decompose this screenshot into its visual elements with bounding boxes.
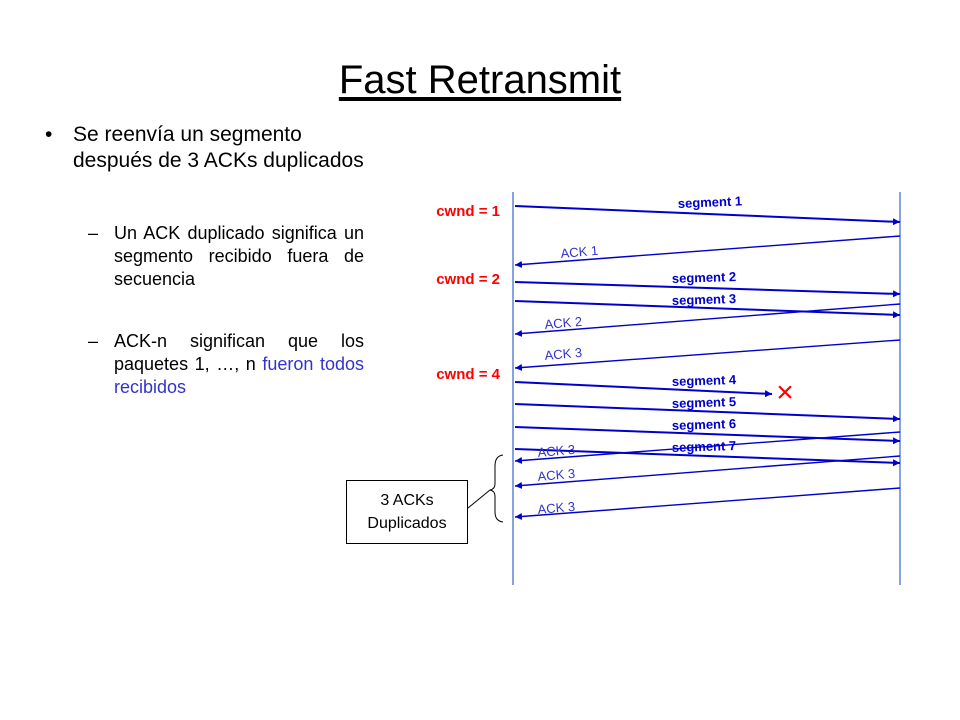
ack-label: ACK 3 (537, 442, 576, 460)
sub-bullet-dash: – (88, 331, 99, 351)
segment-arrow (514, 300, 901, 319)
segment-label: segment 1 (677, 193, 742, 211)
slide-title: Fast Retransmit (338, 58, 622, 102)
ack-arrow (514, 303, 901, 337)
ack-label: ACK 1 (560, 243, 599, 261)
segment-label: segment 3 (672, 291, 737, 308)
segment-label: segment 6 (672, 416, 737, 433)
sub-bullet-2-part1: ACK-n significan que los paquetes 1, …, … (114, 331, 364, 374)
lost-segment-arrow (514, 381, 773, 398)
ack-label: ACK 3 (537, 466, 576, 484)
main-bullet-text: Se reenvía un segmento después de 3 ACKs… (73, 123, 364, 172)
callout-line-2: Duplicados (367, 515, 447, 532)
ack-label: ACK 3 (544, 345, 583, 363)
sub-bullet-1-text: Un ACK duplicado significa un segmento r… (114, 223, 364, 289)
cwnd-label: cwnd = 4 (436, 366, 500, 383)
segment-label: segment 4 (672, 372, 738, 389)
group-brace (489, 454, 504, 523)
segment-arrow (514, 205, 901, 226)
segment-label: segment 7 (672, 438, 737, 455)
loss-marker-icon: × (776, 376, 794, 409)
callout-line-1: 3 ACKs (380, 492, 434, 509)
segment-arrow (514, 403, 901, 423)
callout-pointer (467, 489, 491, 509)
segment-label: segment 5 (672, 394, 737, 411)
duplicate-acks-callout: 3 ACKs Duplicados (346, 480, 468, 544)
ack-label: ACK 2 (544, 314, 583, 332)
ack-arrow (514, 431, 901, 464)
segment-arrow (514, 281, 901, 298)
ack-arrow (514, 235, 901, 268)
ack-arrow (514, 339, 901, 371)
bullet-dot: • (45, 123, 53, 146)
sub-bullet-dash: – (88, 223, 99, 243)
cwnd-label: cwnd = 1 (436, 203, 500, 220)
sub-bullet-2-text: ACK-n significan que los paquetes 1, …, … (114, 330, 364, 399)
cwnd-label: cwnd = 2 (436, 271, 500, 288)
segment-label: segment 2 (672, 269, 737, 286)
sub-bullet-2-part2: fueron todos recibidos (114, 354, 364, 397)
ack-arrow (514, 487, 901, 520)
segment-arrow (514, 426, 901, 445)
ack-label: ACK 3 (537, 499, 576, 517)
ack-arrow (514, 455, 901, 489)
